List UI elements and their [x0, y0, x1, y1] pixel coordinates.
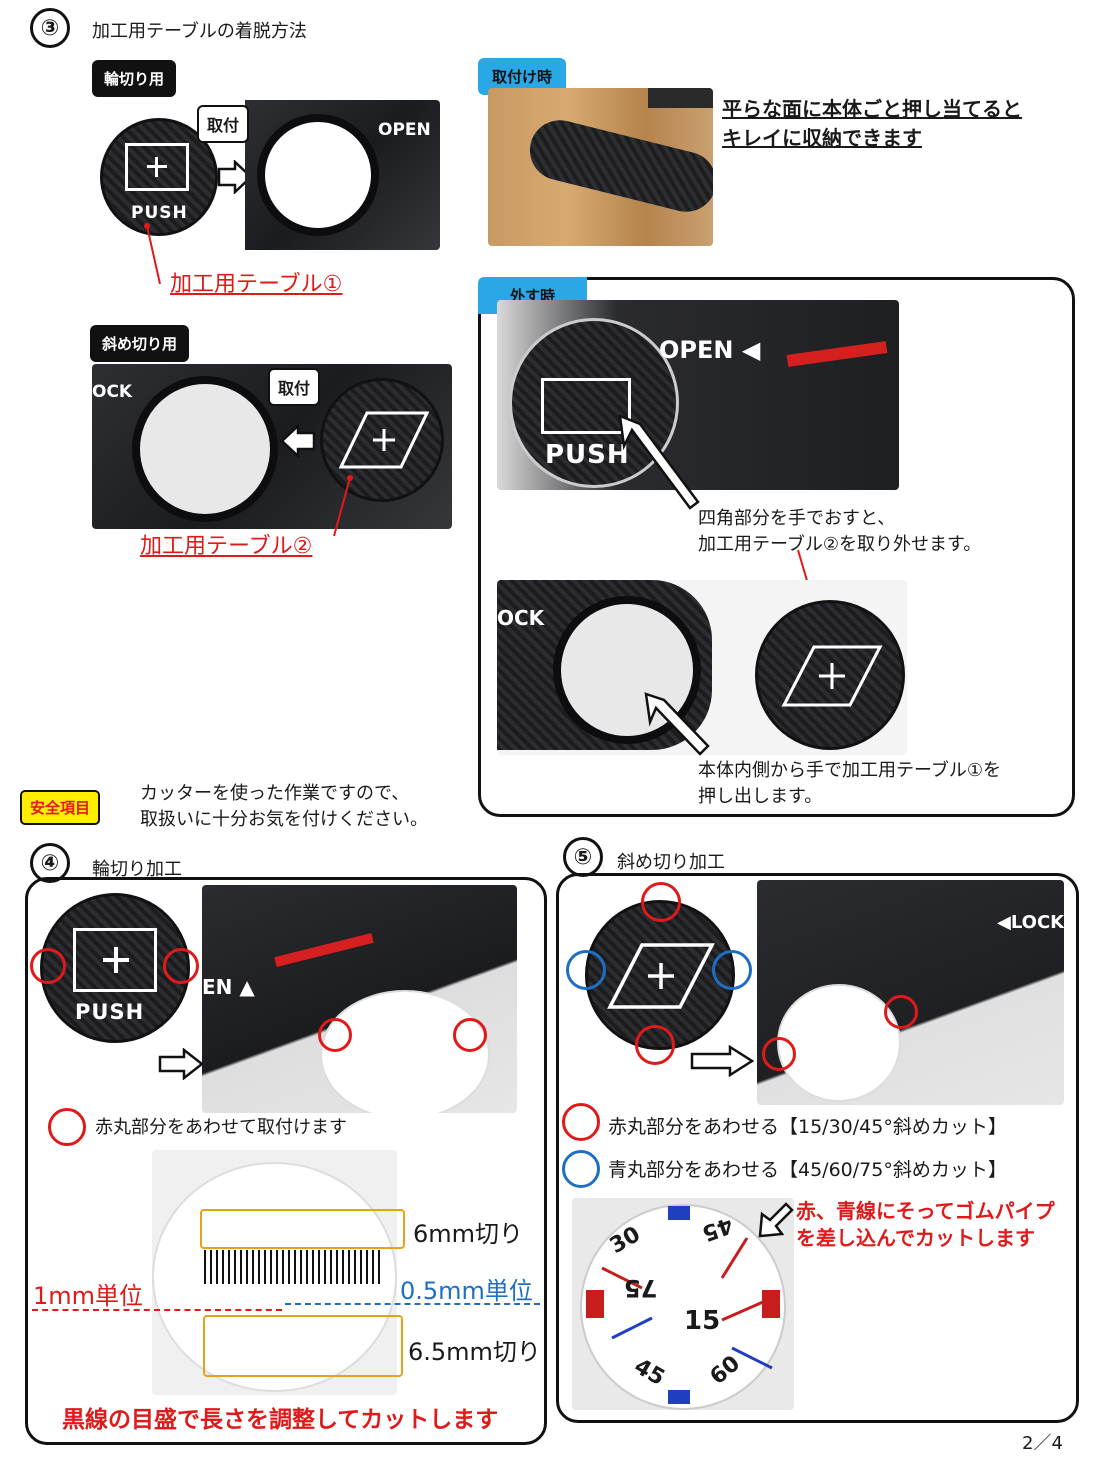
lock-label-2: OCK — [497, 606, 545, 630]
scale-adjust-note: 黒線の目盛で長さを調整してカットします — [62, 1407, 499, 1433]
red-circle-left — [30, 948, 66, 984]
push-label-2: PUSH — [545, 440, 630, 470]
safety-tag: 安全項目 — [20, 790, 101, 825]
angle-label-75: 75 — [624, 1274, 658, 1302]
leader-line-2 — [333, 475, 353, 537]
section-5-title: 斜め切り加工 — [617, 852, 725, 873]
ring-attach-photo: PUSH OPEN — [95, 100, 440, 250]
table-2-disc — [320, 378, 444, 502]
blue-circle-left — [566, 950, 606, 990]
blue-dashed-line — [285, 1303, 540, 1305]
box-6mm — [200, 1209, 405, 1249]
attach-storage-photo — [488, 88, 713, 246]
attach-note: 平らな面に本体ごと押し当てると キレイに収納できます — [722, 97, 1022, 150]
red-angle-note: 赤丸部分をあわせる【15/30/45°斜めカット】 — [608, 1116, 1007, 1138]
red-circle-photo-left — [318, 1018, 352, 1052]
diagonal-attach-photo: OCK — [92, 364, 452, 529]
section-5-number: ⑤ — [563, 837, 603, 877]
arrow-left-icon — [280, 423, 316, 459]
diagonal-cut-tag: 斜め切り用 — [90, 325, 190, 362]
angle-label-15: 15 — [684, 1306, 721, 1336]
blue-circle-right — [712, 950, 752, 990]
tool-body-open: OPEN — [245, 100, 440, 250]
scale-photo — [152, 1150, 397, 1395]
open-label-3: EN ▲ — [202, 975, 255, 999]
label-1mm: 1mm単位 — [33, 1282, 144, 1310]
attach-label-1: 取付 — [197, 105, 250, 143]
page-number: 2／4 — [1022, 1433, 1063, 1454]
remove-note-2: 本体内側から手で加工用テーブル①を 押し出します。 — [698, 760, 1002, 808]
arrow-right-icon — [217, 159, 253, 195]
safety-note: カッターを使った作業ですので、 取扱いに十分お気を付けください。 — [140, 783, 428, 831]
section-4-title: 輪切り加工 — [92, 859, 182, 880]
lock-label: OCK — [92, 382, 133, 402]
label-65mm: 6.5mm切り — [408, 1338, 541, 1366]
remove-table-2-photo: PUSH OPEN ◀ — [497, 300, 899, 490]
label-6mm: 6mm切り — [413, 1220, 524, 1248]
red-circle-legend-2 — [562, 1103, 600, 1141]
diagonal-tool-photo: ◀LOCK — [757, 880, 1064, 1105]
push-label-3: PUSH — [75, 1000, 145, 1024]
push-label: PUSH — [131, 203, 188, 223]
remove-note-1: 四角部分を手でおすと、 加工用テーブル②を取り外せます。 — [698, 508, 982, 556]
red-circle-photo-left-2 — [762, 1037, 796, 1071]
red-circle-legend — [48, 1108, 86, 1146]
arrow-right-icon-2 — [158, 1048, 204, 1080]
pointer-arrow-1 — [618, 414, 700, 510]
open-label-2: OPEN ◀ — [659, 336, 761, 364]
open-label: OPEN — [378, 120, 431, 140]
red-circle-note: 赤丸部分をあわせて取付けます — [95, 1117, 347, 1138]
section-3-title: 加工用テーブルの着脱方法 — [92, 21, 307, 42]
red-circle-right — [163, 948, 199, 984]
table-1-link: 加工用テーブル① — [170, 272, 343, 297]
table-2-link: 加工用テーブル② — [140, 534, 313, 559]
ring-tool-photo: EN ▲ — [202, 885, 517, 1113]
red-circle-photo-right — [453, 1018, 487, 1052]
arrow-down-left-icon — [758, 1202, 794, 1238]
arrow-right-icon-3 — [690, 1045, 754, 1077]
lock-label-3: ◀LOCK — [997, 912, 1064, 933]
cut-guide-note: 赤、青線にそってゴムパイプ を差し込んでカットします — [796, 1199, 1055, 1250]
pointer-arrow-2 — [644, 692, 710, 756]
attach-label-2: 取付 — [268, 368, 321, 406]
leader-line-1 — [144, 223, 161, 285]
red-dashed-line — [32, 1309, 282, 1311]
red-circle-photo-top — [884, 995, 918, 1029]
blue-angle-note: 青丸部分をあわせる【45/60/75°斜めカット】 — [608, 1159, 1007, 1181]
red-circle-top — [641, 882, 681, 922]
red-circle-bottom — [635, 1025, 675, 1065]
section-4-number: ④ — [30, 843, 70, 883]
section-4-frame — [25, 877, 547, 1445]
blue-circle-legend — [562, 1150, 600, 1188]
remove-frame — [478, 277, 1075, 817]
ring-cut-tag: 輪切り用 — [92, 60, 177, 97]
box-65mm — [203, 1315, 403, 1377]
section-5-frame — [556, 873, 1079, 1423]
label-05mm: 0.5mm単位 — [400, 1277, 533, 1305]
section-3-number: ③ — [30, 8, 70, 48]
angle-scale-photo: 30 45 75 15 45 60 — [572, 1198, 794, 1410]
